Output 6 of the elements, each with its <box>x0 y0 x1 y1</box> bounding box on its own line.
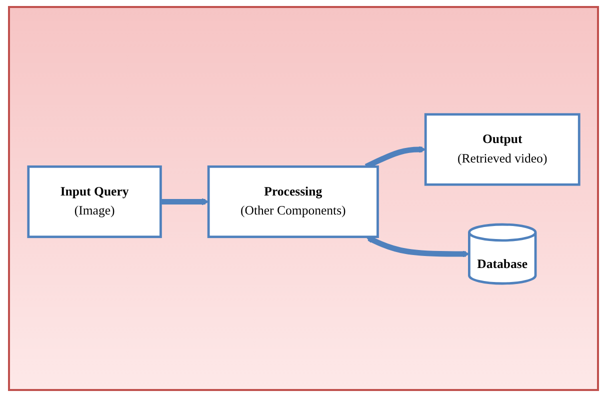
node-box <box>424 112 580 186</box>
arrow <box>366 235 470 258</box>
node-box <box>207 164 379 238</box>
flowchart-drawing: Input Query (Image) Processing (Other Components) Output (Retrieved video) Database <box>22 108 586 290</box>
node-box <box>26 164 162 238</box>
arrow <box>160 198 209 205</box>
